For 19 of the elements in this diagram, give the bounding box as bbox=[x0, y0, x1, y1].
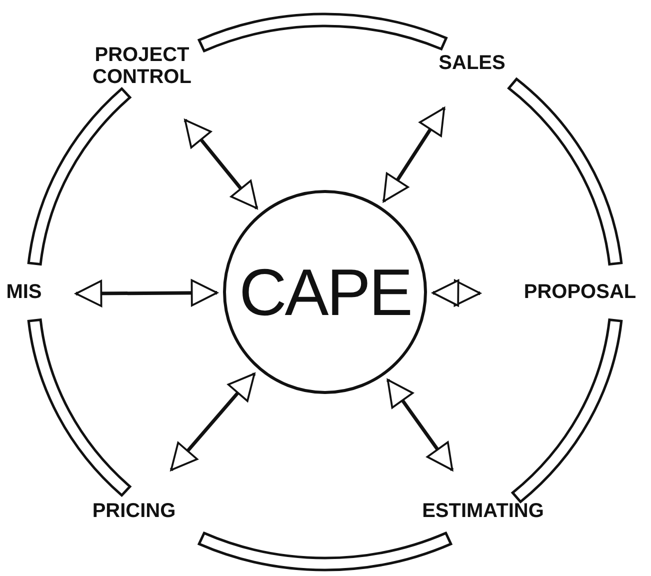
ring-band bbox=[198, 532, 452, 571]
ring-band bbox=[198, 13, 448, 52]
double-arrow bbox=[386, 378, 454, 472]
module-label: PROJECT CONTROL bbox=[72, 44, 212, 90]
hub-circle: CAPE bbox=[223, 190, 427, 394]
ring-band bbox=[27, 318, 132, 497]
module-label: MIS bbox=[2, 281, 46, 307]
module-label: PRICING bbox=[78, 500, 190, 526]
ring-band bbox=[511, 318, 623, 504]
ring-band bbox=[27, 87, 132, 266]
module-label: SALES bbox=[426, 52, 518, 78]
double-arrow bbox=[75, 279, 218, 308]
ring-band bbox=[508, 78, 623, 266]
double-arrow bbox=[184, 118, 258, 210]
double-arrow bbox=[382, 107, 446, 202]
double-arrow bbox=[432, 279, 481, 307]
module-label: PROPOSAL bbox=[510, 281, 650, 307]
double-arrow bbox=[170, 372, 256, 472]
module-label: ESTIMATING bbox=[402, 500, 564, 526]
